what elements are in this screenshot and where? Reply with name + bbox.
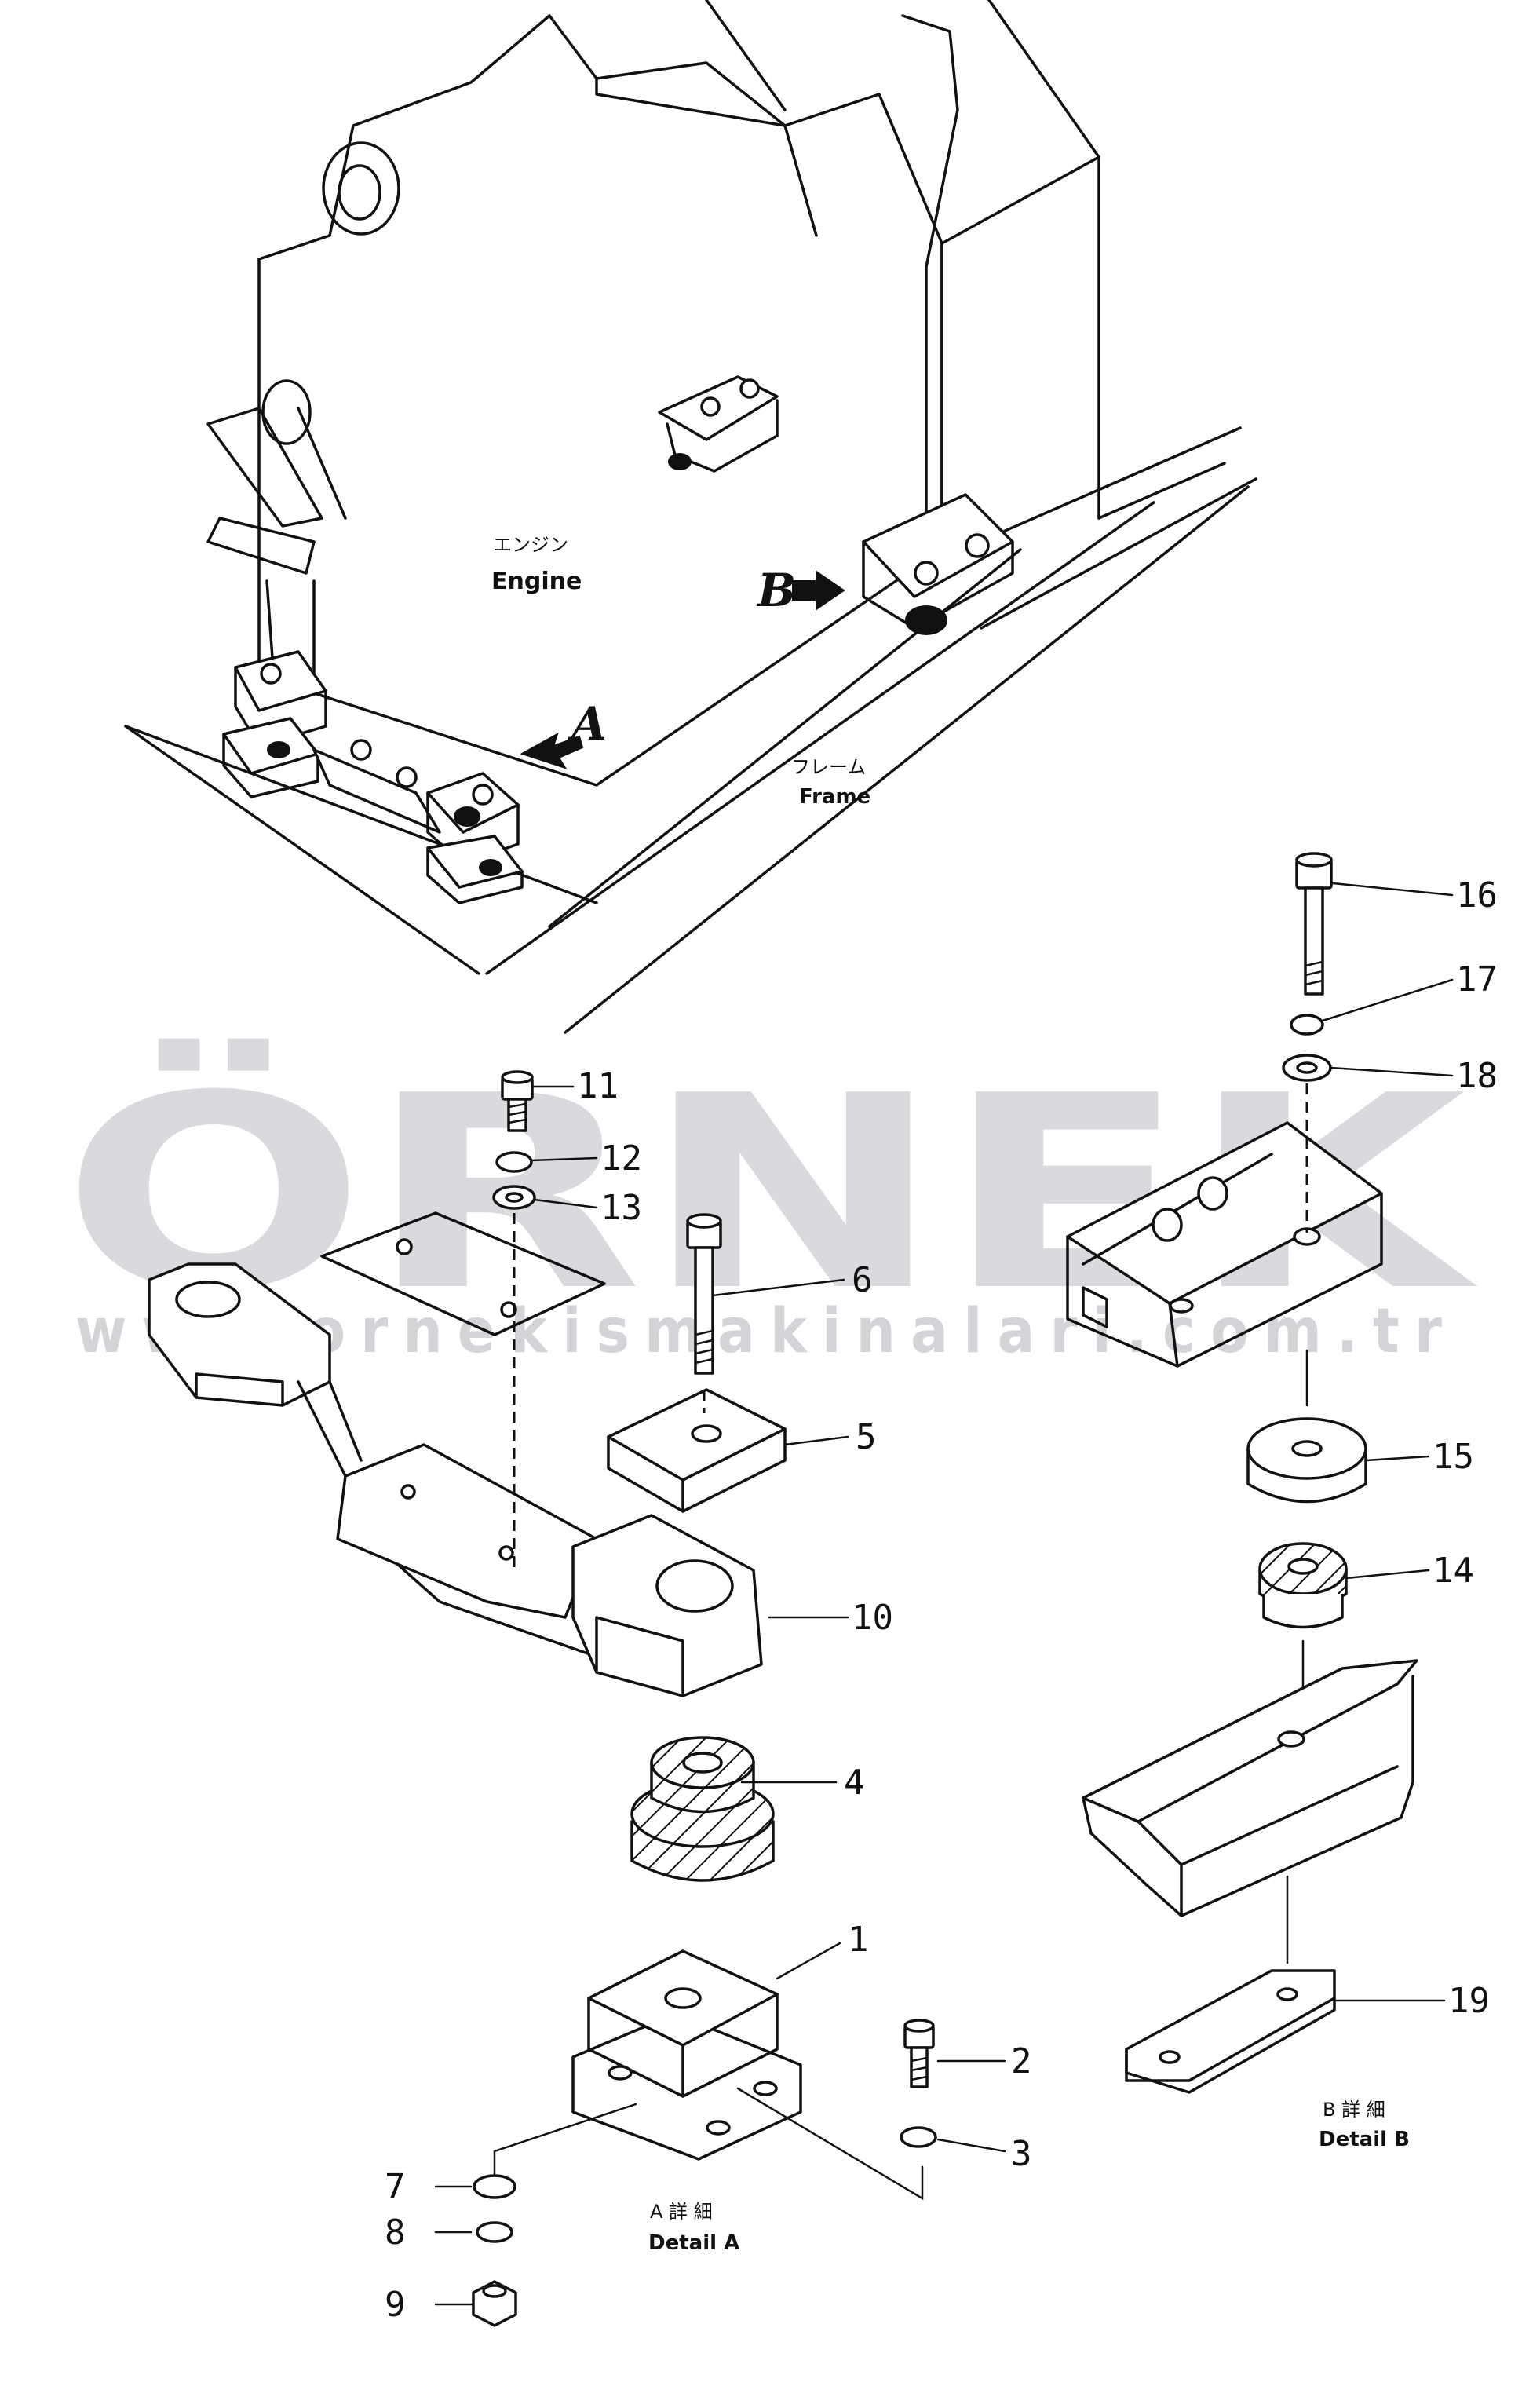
callout-15: 15 [1433,1437,1474,1477]
part-nut-9 [472,2280,517,2327]
detail-a-caption-jp: A 詳 細 [650,2201,713,2223]
detail-b-caption-jp: B 詳 細 [1323,2099,1385,2121]
part-rubber-mount-4 [630,1736,775,1882]
view-a-label: A [568,697,607,751]
engine-label-jp: エンジン [493,534,568,556]
callout-leaders [434,882,1454,2306]
part-lower-bracket-b [1082,1659,1418,1917]
callout-16: 16 [1456,875,1498,915]
part-bracket-10 [148,1262,763,1697]
detail-a-parts [148,1070,937,2327]
callout-numbers: 1 2 3 4 5 6 7 8 9 10 11 12 13 14 15 16 1… [385,875,1498,2325]
callout-12: 12 [600,1138,642,1178]
engine-assembly [124,0,1257,1034]
callout-17: 17 [1456,959,1498,999]
detail-b-parts [1066,852,1418,2094]
callout-1: 1 [848,1920,869,1960]
part-bolt-16 [1295,852,1333,996]
part-plate-5 [607,1388,787,1513]
frame-label-jp: フレーム [791,756,866,778]
callout-3: 3 [1011,2134,1032,2174]
callout-5: 5 [856,1417,877,1457]
view-arrow-a: A [520,697,607,769]
part-lockwasher-8 [476,2221,513,2243]
callout-13: 13 [600,1188,642,1228]
callout-4: 4 [844,1763,865,1803]
callout-7: 7 [385,2167,406,2207]
part-lockwasher-17 [1290,1014,1324,1036]
detail-a-caption-en: Detail A [648,2231,739,2255]
detail-b-caption: B 詳 細 Detail B [1319,2099,1410,2151]
engine-label-en: Engine [491,568,582,595]
detail-b-caption-en: Detail B [1319,2128,1410,2151]
part-rubber-cushion-15 [1246,1417,1367,1504]
part-lockwasher-12 [495,1151,533,1173]
part-lockwasher-3 [900,2126,937,2148]
callout-2: 2 [1011,2041,1032,2081]
callout-9: 9 [385,2285,406,2325]
view-b-label: B [756,564,796,617]
callout-8: 8 [385,2213,406,2253]
callout-19: 19 [1448,1981,1490,2021]
part-bolt-2 [903,2019,935,2088]
part-bolt-6 [686,1213,722,1375]
callout-10: 10 [852,1598,893,1638]
part-washer-7 [473,2174,516,2199]
detail-a-caption: A 詳 細 Detail A [648,2201,739,2255]
part-plate-19 [1125,1969,1336,2094]
part-upper-bracket-b [1066,1121,1383,1368]
frame-label: フレーム Frame [791,756,870,809]
callout-18: 18 [1456,1056,1498,1096]
part-mount-bracket-1 [571,1949,802,2161]
part-bolt-11 [501,1070,534,1132]
view-arrow-b: B [756,564,845,617]
callout-11: 11 [577,1066,619,1106]
frame-label-en: Frame [799,785,870,809]
callout-14: 14 [1433,1551,1474,1591]
callout-6: 6 [852,1260,873,1300]
engine-label: エンジン Engine [491,534,582,595]
part-rubber-mount-14 [1258,1542,1348,1629]
